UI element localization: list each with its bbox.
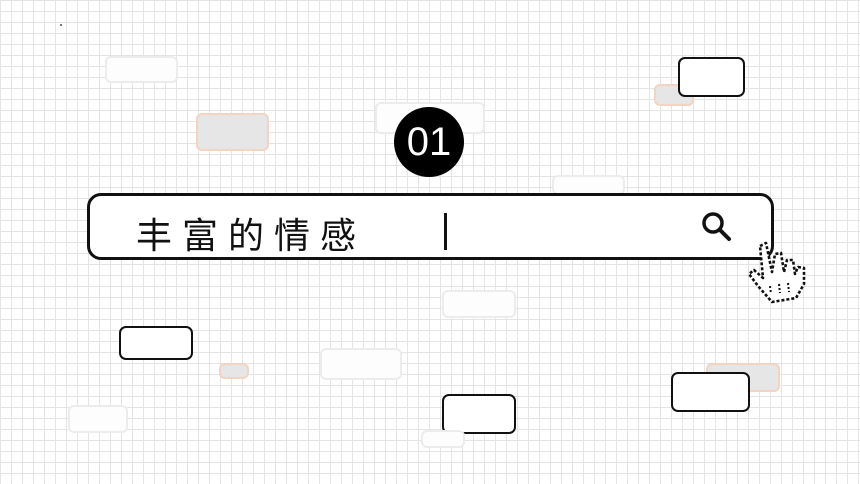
search-query-text: 丰富的情感 [136, 216, 367, 257]
search-bar[interactable]: 丰富的情感 [87, 193, 774, 260]
deco-box [196, 113, 269, 151]
deco-box [678, 57, 745, 97]
deco-box [68, 405, 128, 433]
deco-box [552, 175, 625, 195]
deco-box [442, 290, 516, 318]
deco-box [219, 363, 249, 379]
text-caret [444, 213, 447, 250]
stray-dot [60, 24, 62, 26]
deco-box [320, 348, 402, 380]
deco-box [671, 372, 750, 412]
search-icon[interactable] [700, 210, 736, 250]
deco-box [421, 430, 465, 448]
section-number: 01 [406, 119, 452, 164]
deco-box [442, 394, 516, 434]
hand-pointer-icon [744, 240, 808, 308]
section-number-badge: 01 [394, 107, 464, 177]
deco-box [105, 56, 178, 83]
deco-box [119, 326, 193, 360]
